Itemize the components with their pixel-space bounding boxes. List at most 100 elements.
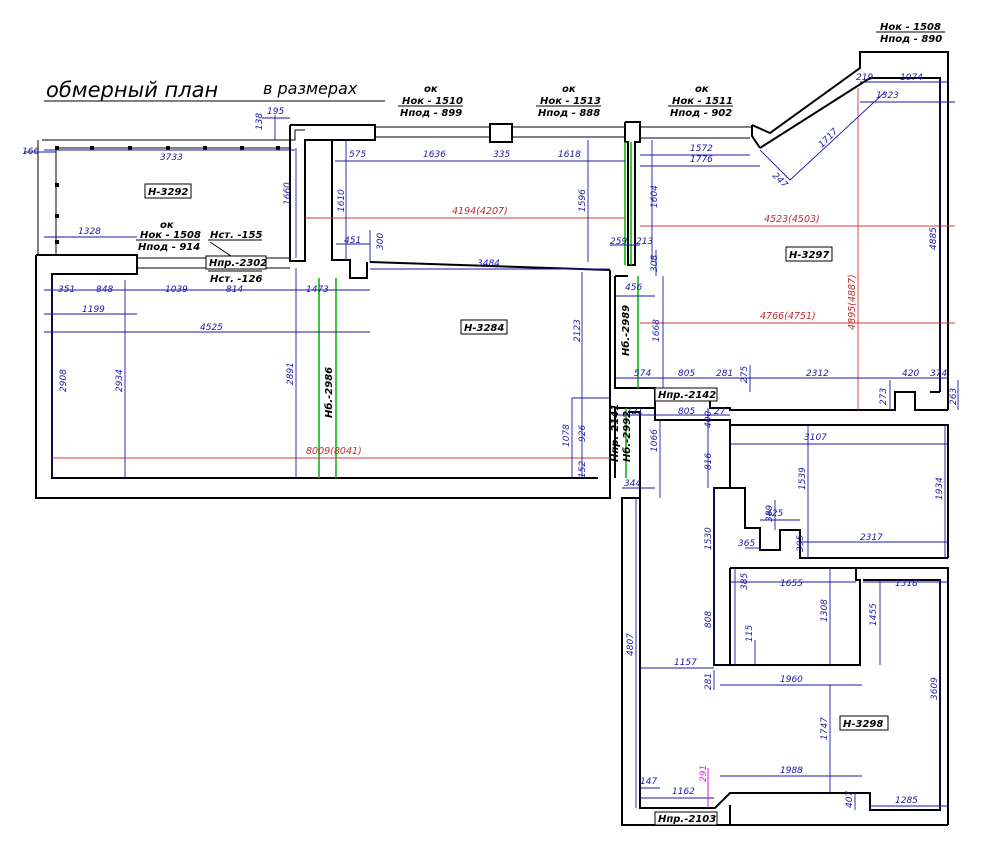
dim-label: 575 [349, 150, 366, 160]
dim-label: 1323 [876, 91, 899, 101]
wall-level-mark: Нст. -126 [210, 274, 262, 285]
dim-label: 1074 [900, 73, 923, 83]
window-top-level: Нок - 1511 [672, 96, 733, 107]
dim-label: 1655 [780, 579, 803, 589]
dim-label: 1960 [780, 675, 803, 685]
dim-label: 1199 [82, 305, 105, 315]
red-dim-label: 4194(4207) [452, 206, 508, 217]
blue-dim-lines [24, 78, 959, 810]
dim-label: 389 [765, 505, 775, 522]
dim-label: 1539 [798, 467, 808, 490]
red-dim-label: 8009(8041) [306, 446, 362, 457]
wall-level-mark: Нст. -155 [210, 230, 262, 241]
window-bottom-level: Нпод - 899 [400, 108, 462, 119]
dim-label: 147 [640, 777, 657, 787]
dim-label: 808 [704, 611, 714, 628]
dim-label: 275 [740, 366, 750, 383]
dim-label: 574 [634, 369, 651, 379]
green-lines [318, 142, 639, 478]
dim-label: 805 [678, 369, 695, 379]
room-label-3292: Н-3292 [148, 187, 188, 198]
dim-label: 1747 [820, 717, 830, 740]
window-ok-label: ок [562, 84, 576, 95]
dim-label: 4807 [626, 633, 636, 656]
window-ok-label: ок [160, 220, 174, 231]
dim-label: 1162 [672, 787, 695, 797]
window-bottom-level: Нпод - 902 [670, 108, 732, 119]
room-labels: Н-3292 Н-3284 Н-3297 Н-3298 [144, 183, 889, 731]
dim-label: 1934 [935, 477, 945, 500]
dim-label: 1717 [817, 127, 840, 150]
window-bottom-level: Нпод - 888 [538, 108, 600, 119]
dim-label: 166 [22, 147, 39, 157]
dim-label: 456 [625, 283, 642, 293]
beam-level-mark: Нб.-2986 [323, 367, 335, 418]
dim-label: 1988 [780, 766, 803, 776]
dim-label: 814 [226, 285, 243, 295]
window-top-level: Нок - 1508 [140, 230, 201, 241]
dim-label: 4885 [929, 227, 939, 250]
beam-level-mark: Нб.-2992 [621, 411, 633, 462]
dim-label: 2123 [573, 319, 583, 342]
red-dim-label: 4766(4751) [760, 311, 816, 322]
dim-label: 1610 [337, 189, 347, 212]
window-bottom-level: Нпод - 914 [138, 242, 200, 253]
dim-label: 138 [255, 113, 265, 130]
window-ok-label: ок [424, 84, 438, 95]
dim-label: 273 [879, 388, 889, 405]
dim-label: 1668 [652, 319, 662, 342]
level-marks: Нст. -155 Нпр.-2302 Нст. -126 Нб.-2986 Н… [205, 230, 718, 826]
dim-label: 365 [738, 539, 755, 549]
dim-label: 1039 [165, 285, 188, 295]
dim-label: 1157 [674, 658, 697, 668]
dim-label: 281 [716, 369, 733, 379]
dim-label: 1596 [578, 189, 588, 212]
red-dim-label: 4523(4503) [764, 214, 820, 225]
plan-subtitle: в размерах [263, 79, 358, 98]
dim-label: 1318 [895, 579, 918, 589]
dim-label: 420 [902, 369, 919, 379]
red-dim-label: 4895(4887) [847, 274, 858, 330]
dim-label: 926 [578, 425, 588, 442]
dim-label: 2934 [115, 369, 125, 392]
beam-level-mark: Нб.-2989 [620, 305, 632, 356]
dim-label: 3484 [477, 259, 500, 269]
dim-label: 1530 [704, 527, 714, 550]
window-top-level: Нок - 1508 [880, 22, 941, 33]
dim-label: 263 [949, 388, 959, 405]
dim-label: 3609 [930, 677, 940, 700]
window-labels: ок Нок - 1510 Нпод - 899 ок Нок - 1513 Н… [136, 22, 945, 253]
dim-label: 3733 [160, 153, 183, 163]
balcony-posts [55, 146, 280, 244]
sill-level-mark: Нпр.-2103 [658, 814, 716, 825]
dim-label: 3107 [804, 433, 827, 443]
dim-label: 1285 [895, 796, 918, 806]
dim-label: 1572 [690, 144, 713, 154]
dim-label: 848 [96, 285, 113, 295]
dim-label: 1066 [650, 429, 660, 452]
dim-label: 2891 [286, 362, 296, 385]
dim-label: 344 [624, 479, 641, 489]
dim-label: 351 [58, 285, 75, 295]
dim-label: 2317 [860, 533, 883, 543]
dim-label: 335 [493, 150, 510, 160]
dim-label: 4525 [200, 323, 223, 333]
dim-label: 1618 [558, 150, 581, 160]
dim-label: 395 [796, 535, 806, 552]
mag-dim-label: 291 [699, 765, 709, 782]
dim-label: 451 [344, 236, 361, 246]
dim-label: 27 [714, 407, 726, 417]
dim-label: 721 [626, 407, 643, 417]
dim-label: 2908 [59, 369, 69, 392]
room-label-3284: Н-3284 [464, 323, 504, 334]
dim-label: 1455 [869, 603, 879, 626]
dim-label: 247 [770, 171, 789, 190]
sill-level-mark: Нпр.-2142 [658, 390, 716, 401]
dim-label: 1328 [78, 227, 101, 237]
dim-label: 407 [845, 791, 855, 808]
dim-label: 1604 [650, 185, 660, 208]
dim-label: 115 [745, 625, 755, 642]
dim-label: 1308 [820, 599, 830, 622]
window-bottom-level: Нпод - 890 [880, 34, 942, 45]
plan-title: обмерный план [46, 78, 218, 102]
